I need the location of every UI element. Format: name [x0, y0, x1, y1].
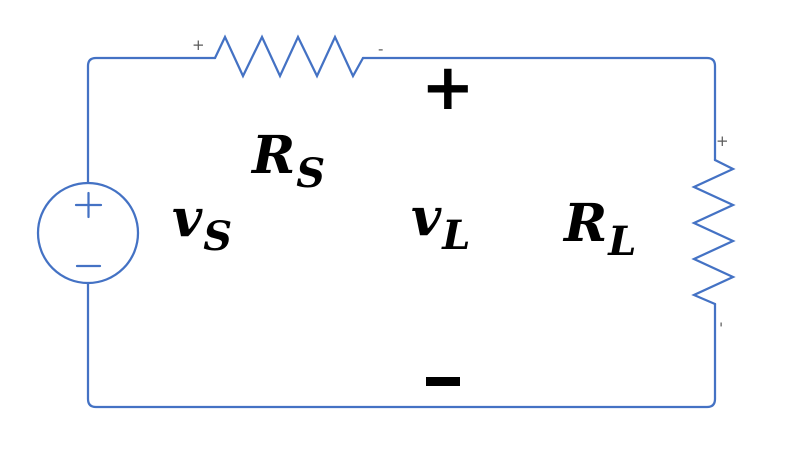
load-resistor-base: R [564, 193, 608, 254]
wire-top-right [361, 56, 717, 162]
series-resistor-base: R [252, 125, 296, 186]
series-resistor-zigzag [213, 34, 365, 79]
source-plus-icon [74, 191, 103, 219]
wire-left-top [86, 56, 217, 185]
load-minus-sign [426, 377, 460, 386]
load-voltage-base: v [411, 187, 442, 248]
series-resistor-label: RS [252, 130, 325, 194]
load-plus-sign: + [421, 51, 475, 125]
load-resistor-minus-mark: - [713, 321, 732, 328]
load-resistor-plus-mark: + [716, 132, 729, 150]
voltage-source-circle [36, 181, 140, 285]
load-resistor-label: RL [564, 198, 636, 262]
load-voltage-label: vL [411, 192, 470, 256]
series-resistor-plus-mark: + [192, 36, 205, 54]
source-voltage-base: v [172, 188, 203, 249]
load-resistor-zigzag [691, 158, 736, 306]
wire-bottom-return [86, 281, 717, 409]
source-voltage-subscript: S [203, 213, 233, 260]
source-voltage-label: vS [172, 193, 232, 257]
series-resistor-subscript: S [296, 150, 326, 197]
series-resistor-minus-mark: - [378, 40, 384, 58]
wire-group [36, 34, 736, 409]
load-resistor-subscript: L [608, 218, 637, 265]
load-voltage-subscript: L [442, 212, 471, 259]
